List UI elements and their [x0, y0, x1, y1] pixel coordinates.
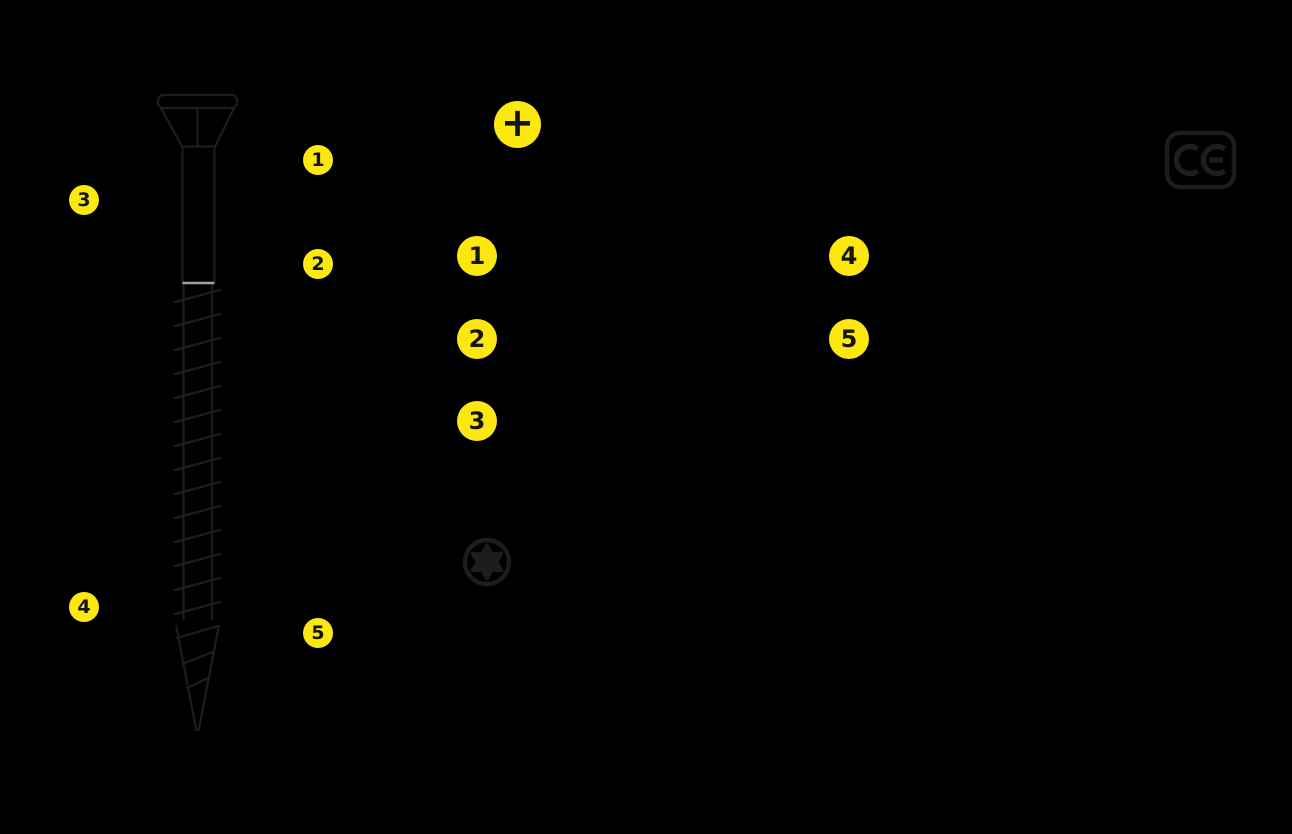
- screw-callout-1: 1: [303, 145, 333, 175]
- plus-icon: +: [494, 101, 541, 148]
- screw-callout-5: 5: [303, 618, 333, 648]
- ce-letter-e: [1200, 143, 1227, 177]
- torx-outer-ring: [462, 537, 512, 587]
- screw-head-top: [156, 93, 239, 110]
- feature-marker-2: 2: [457, 319, 497, 359]
- feature-marker-5: 5: [829, 319, 869, 359]
- feature-marker-4: 4: [829, 236, 869, 276]
- screw-callout-2: 2: [303, 249, 333, 279]
- torx-star-shape: [470, 543, 504, 581]
- screw-technical-drawing: [156, 93, 239, 732]
- ce-mark-border: [1164, 130, 1237, 190]
- feature-marker-3: 3: [457, 401, 497, 441]
- screw-callout-4: 4: [69, 592, 99, 622]
- screw-callout-3: 3: [69, 185, 99, 215]
- feature-marker-1: 1: [457, 236, 497, 276]
- screw-thread-lines: [173, 288, 222, 690]
- ce-mark-icon: [1164, 130, 1237, 190]
- torx-star-icon: [462, 537, 512, 587]
- ce-letter-c: [1173, 143, 1200, 177]
- screw-head-and-shank: [160, 107, 235, 732]
